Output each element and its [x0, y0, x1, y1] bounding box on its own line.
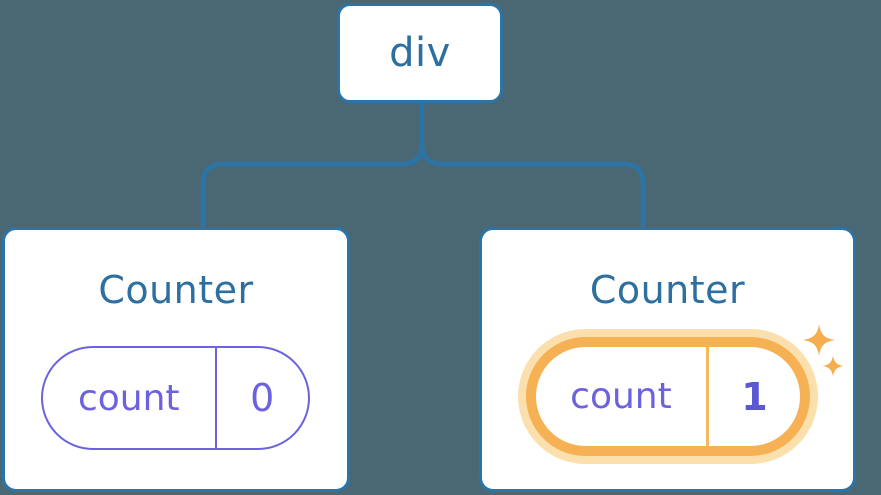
counter-card-left: Counter count 0	[2, 227, 350, 492]
state-pill-highlighted: count 1	[526, 337, 810, 456]
state-pill: count 0	[41, 346, 310, 450]
state-value: 1	[741, 374, 768, 419]
connector-left-branch	[200, 103, 425, 230]
root-node: div	[337, 3, 503, 103]
state-key: count	[43, 348, 217, 448]
root-node-label: div	[389, 30, 451, 76]
state-key: count	[536, 347, 709, 446]
card-title: Counter	[589, 268, 746, 312]
counter-card-right: Counter count 1	[479, 227, 856, 492]
state-value: 0	[250, 376, 275, 420]
connector-right-branch	[419, 143, 646, 230]
card-title: Counter	[98, 268, 254, 312]
